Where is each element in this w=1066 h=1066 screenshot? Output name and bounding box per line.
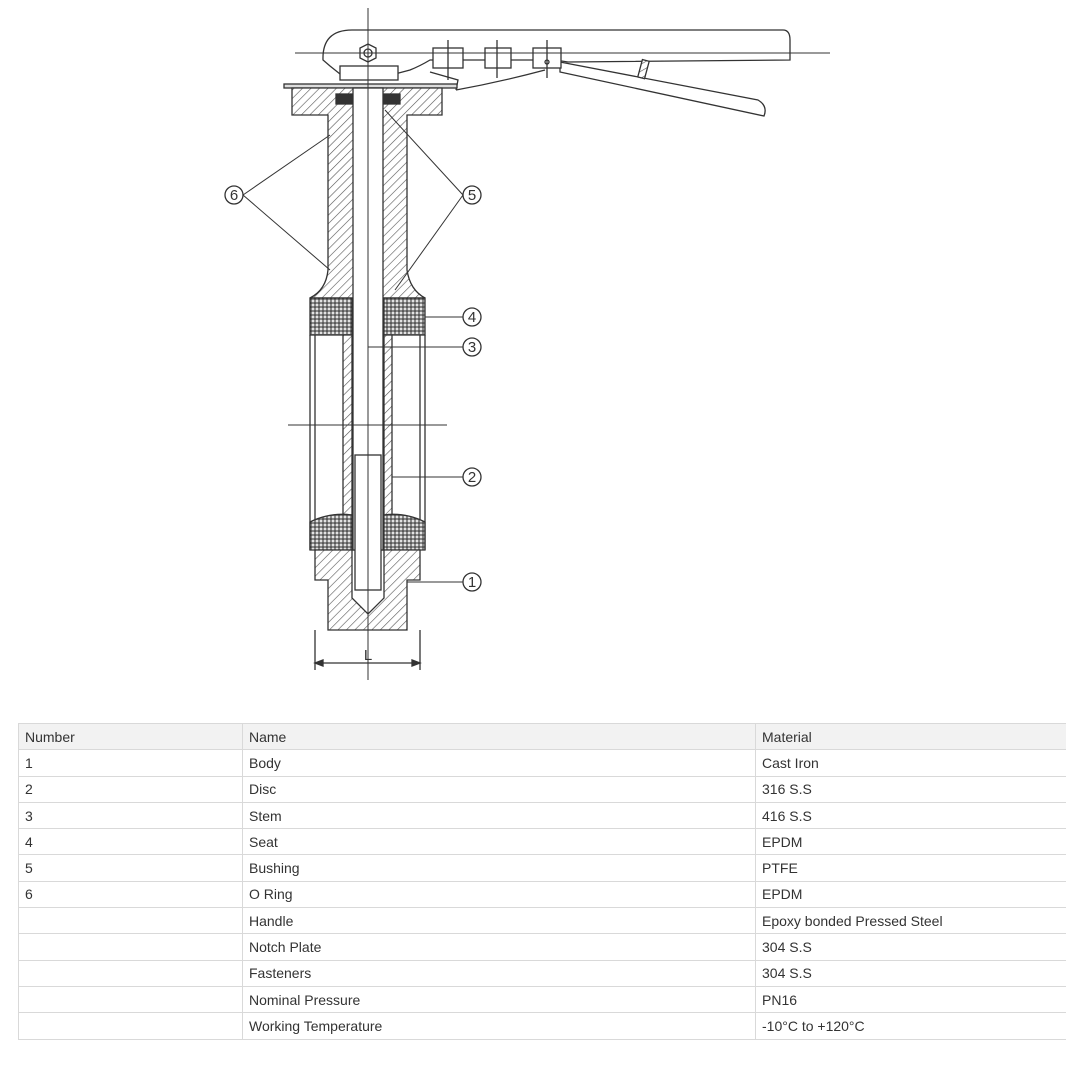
cell-name: Body — [242, 749, 756, 777]
valve-technical-drawing: 1 2 3 4 5 6 L — [224, 8, 830, 680]
cell-material: EPDM — [755, 880, 1066, 909]
dimension-label: L — [364, 647, 372, 664]
cell-number — [18, 907, 243, 935]
table-row: Working Temperature-10°C to +120°C — [18, 1012, 1066, 1040]
callout-6: 6 — [230, 187, 238, 204]
disc-outline — [309, 335, 426, 550]
cell-material: 304 S.S — [755, 959, 1066, 987]
cell-number — [18, 933, 243, 961]
callout-4: 4 — [468, 309, 476, 326]
callout-1: 1 — [468, 574, 476, 591]
cell-material: 416 S.S — [755, 801, 1066, 830]
callout-3: 3 — [468, 339, 476, 356]
cell-number: 3 — [18, 801, 243, 830]
cell-material: -10°C to +120°C — [755, 1012, 1066, 1040]
cell-number — [18, 985, 243, 1014]
cell-material: Cast Iron — [755, 749, 1066, 777]
cell-number: 4 — [18, 828, 243, 856]
cell-name: Bushing — [242, 854, 756, 882]
cell-name: O Ring — [242, 880, 756, 909]
cell-name: Stem — [242, 801, 756, 830]
seat-top-left — [309, 297, 353, 336]
seat-bottom-right — [383, 513, 426, 551]
cell-material: 304 S.S — [755, 933, 1066, 961]
cell-name: Nominal Pressure — [242, 985, 756, 1014]
cell-number — [18, 1012, 243, 1040]
cell-name: Fasteners — [242, 959, 756, 987]
cell-name: Disc — [242, 775, 756, 803]
cell-name: Working Temperature — [242, 1012, 756, 1040]
cell-name: Seat — [242, 828, 756, 856]
cell-number — [18, 959, 243, 987]
cell-number: 1 — [18, 749, 243, 777]
leader-lines — [242, 109, 464, 583]
lever — [559, 61, 766, 117]
cell-number: 2 — [18, 775, 243, 803]
centerlines — [288, 8, 830, 680]
lever-spring — [636, 58, 650, 80]
table-header-row: Number Name Material — [18, 722, 1066, 751]
handle-arc — [455, 69, 546, 91]
dimension-line — [313, 630, 422, 670]
cell-material: 316 S.S — [755, 775, 1066, 803]
cell-name: Handle — [242, 907, 756, 935]
cell-number: 6 — [18, 880, 243, 909]
header-material: Material — [755, 722, 1066, 751]
header-number: Number — [18, 722, 243, 751]
cell-material: PTFE — [755, 854, 1066, 882]
washer — [339, 65, 399, 81]
callout-5: 5 — [468, 187, 476, 204]
seat-top-right — [383, 297, 426, 336]
callout-2: 2 — [468, 469, 476, 486]
callout-circles — [224, 185, 482, 592]
cell-name: Notch Plate — [242, 933, 756, 961]
seat-bottom-left — [309, 513, 353, 551]
cell-material: EPDM — [755, 828, 1066, 856]
cell-material: PN16 — [755, 985, 1066, 1014]
cell-material: Epoxy bonded Pressed Steel — [755, 907, 1066, 935]
cell-number: 5 — [18, 854, 243, 882]
header-name: Name — [242, 722, 756, 751]
